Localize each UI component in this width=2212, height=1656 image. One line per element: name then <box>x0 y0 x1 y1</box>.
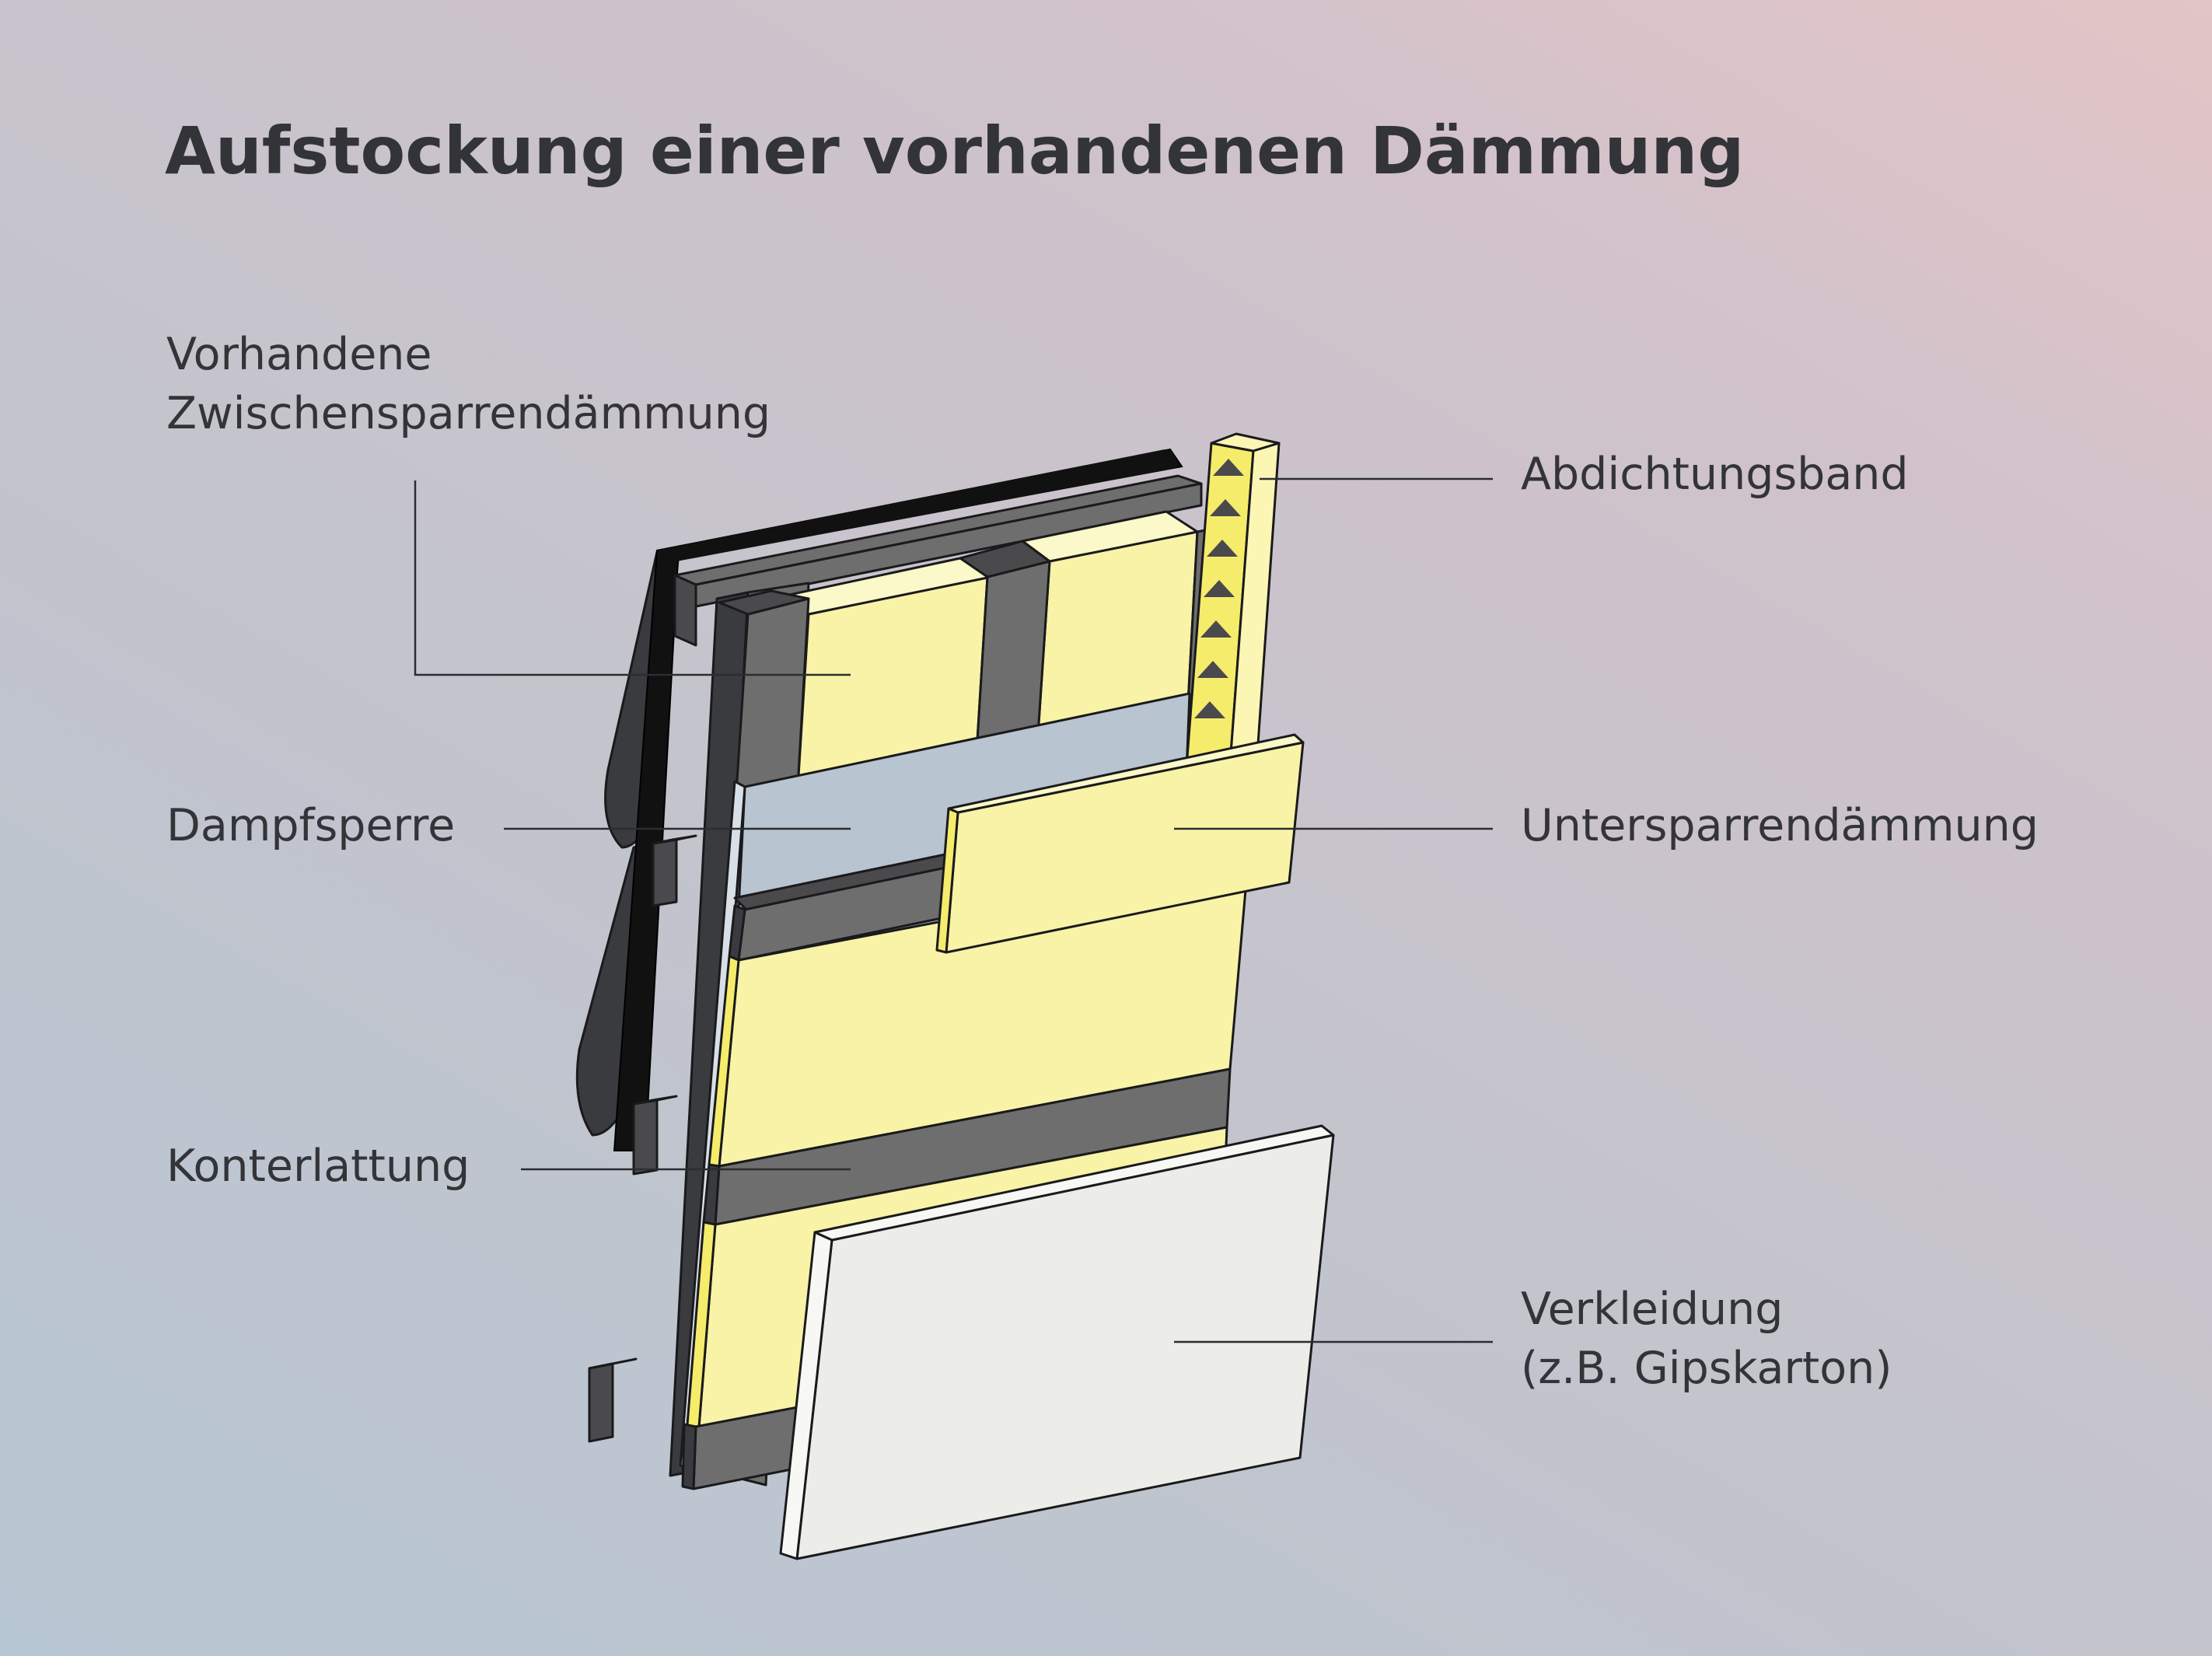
label-verkleidung-line2: (z.B. Gipskarton) <box>1521 1343 1892 1394</box>
arrow-icons <box>1194 459 1244 718</box>
batten-1-face <box>652 838 678 907</box>
top-rafter-front <box>694 482 1203 608</box>
leader-lines <box>414 477 1493 1343</box>
label-zwischensparren-line1: Vorhandene <box>166 329 432 380</box>
arrow-up-icon <box>1200 620 1232 638</box>
top-rafter-face <box>673 574 697 647</box>
label-dampfsperre: Dampfsperre <box>166 800 456 851</box>
board-yellow-side <box>935 807 959 954</box>
top-rafter <box>673 474 1203 647</box>
gypsum-board-side <box>779 1231 833 1560</box>
label-zwischensparren-line2: Zwischensparrendämmung <box>166 388 771 439</box>
label-zwischensparrendaemmung: Vorhandene Zwischensparrendämmung <box>166 325 771 443</box>
batten-1-top <box>652 834 697 845</box>
rafter-mid-top <box>959 540 1051 578</box>
arrow-up-icon <box>1210 499 1241 516</box>
battens <box>588 834 697 1443</box>
arrow-up-icon <box>1204 580 1235 597</box>
under-rafter-insulation-board <box>935 733 1305 954</box>
batten-3-face <box>588 1362 614 1443</box>
label-untersparrendaemmung: Untersparrendämmung <box>1521 800 2039 851</box>
leader-line-zwischensparren <box>414 480 851 676</box>
label-konterlattung: Konterlattung <box>166 1141 470 1192</box>
rafter-left-top <box>718 589 810 616</box>
batten-2-top <box>632 1095 678 1106</box>
arrow-up-icon <box>1197 661 1228 678</box>
under-batten-3-end <box>681 1423 697 1490</box>
gypsum-board <box>779 1124 1335 1560</box>
batten-3-top <box>588 1357 638 1370</box>
label-verkleidung: Verkleidung (z.B. Gipskarton) <box>1521 1280 1892 1398</box>
page-title: Aufstockung einer vorhandenen Dämmung <box>165 113 1745 189</box>
arrow-up-icon <box>1194 701 1225 718</box>
arrow-up-icon <box>1207 540 1238 557</box>
label-abdichtungsband: Abdichtungsband <box>1521 449 1909 500</box>
label-verkleidung-line1: Verkleidung <box>1521 1284 1784 1335</box>
batten-2-face <box>632 1099 659 1176</box>
arrow-up-icon <box>1213 459 1244 476</box>
roof-membrane-top-edge <box>657 449 1176 561</box>
